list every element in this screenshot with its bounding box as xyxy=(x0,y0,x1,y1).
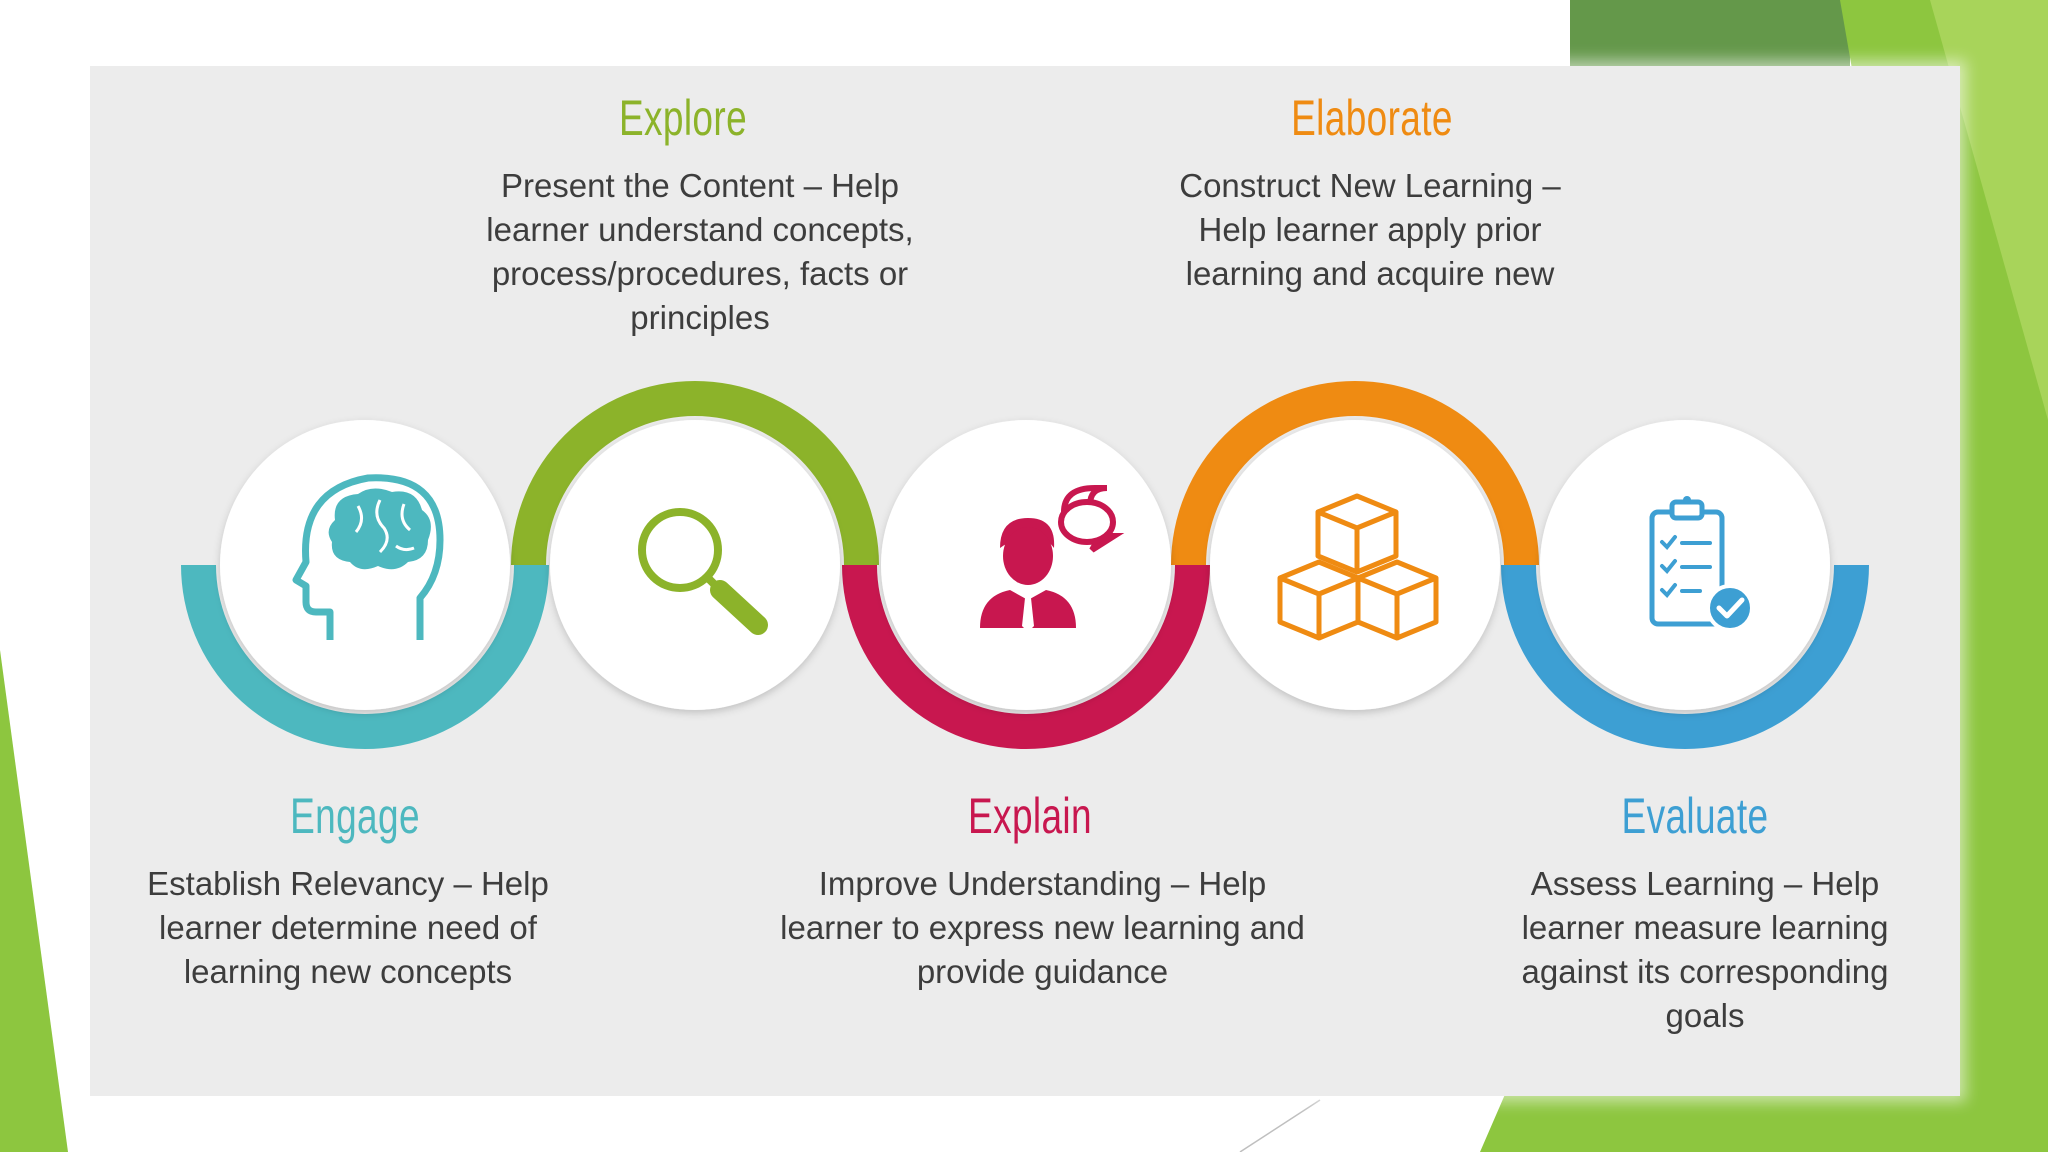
stacked-cubes-icon xyxy=(1277,493,1439,641)
top-cube xyxy=(1315,493,1399,575)
check-mark xyxy=(1716,597,1745,619)
bubble-body xyxy=(1058,499,1116,545)
evaluate-arc xyxy=(1501,565,1869,749)
bottom-divider-line xyxy=(1239,1099,1321,1152)
clipboard-clip-hole xyxy=(1683,496,1691,504)
evaluate-title: Evaluate xyxy=(1621,788,1769,844)
face xyxy=(1003,527,1053,585)
engage-arc xyxy=(181,565,549,749)
left-green-sliver xyxy=(0,650,68,1152)
evaluate-description: Assess Learning – Help learner measure l… xyxy=(1521,865,1889,1034)
presenter-speech-icon xyxy=(980,485,1125,632)
clipboard-check-icon xyxy=(1649,496,1754,632)
explain-title: Explain xyxy=(968,788,1092,844)
head-outline xyxy=(292,474,444,640)
check-badge xyxy=(1706,584,1754,632)
magnifying-glass-icon xyxy=(638,508,768,635)
elaborate-title: Elaborate xyxy=(1291,90,1453,146)
clipboard-clip xyxy=(1669,499,1705,521)
elaborate-arc xyxy=(1171,381,1539,565)
head-brain-icon xyxy=(292,474,444,640)
checklist-lines xyxy=(1660,535,1712,598)
tie xyxy=(1022,598,1034,632)
engage-title: Engage xyxy=(290,788,420,844)
explore-title: Explore xyxy=(618,90,748,146)
handle xyxy=(710,580,768,635)
explain-arc xyxy=(842,565,1210,749)
elaborate-description: Construct New Learning – Help learner ap… xyxy=(1179,167,1561,292)
right-cube xyxy=(1355,559,1439,641)
explore-arc xyxy=(511,381,879,565)
lens xyxy=(638,508,722,592)
explore-description: Present the Content – Help learner under… xyxy=(486,167,914,336)
explore-circle xyxy=(550,420,840,710)
engage-description: Establish Relevancy – Help learner deter… xyxy=(147,865,549,990)
explain-description: Improve Understanding – Help learner to … xyxy=(780,865,1305,990)
brain-folds xyxy=(354,499,415,554)
